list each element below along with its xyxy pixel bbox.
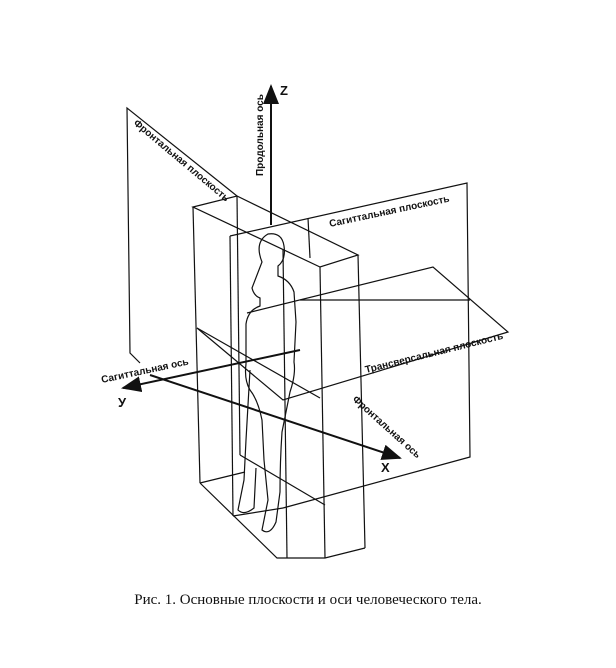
sagittal-plane	[229, 182, 471, 509]
sagittal-plane-label: Сагиттальная плоскость	[328, 194, 450, 230]
frontal-axis-label: Фронтальная ось	[350, 394, 423, 461]
transverse-plane	[196, 266, 510, 401]
x-axis-label: X	[381, 460, 390, 475]
y-axis-label: У	[118, 395, 127, 410]
frontal-plane-label: Фронтальная плоскость	[131, 118, 231, 204]
transverse-plane-label: Трансверсальная плоскость	[364, 331, 504, 376]
figure-caption: Рис. 1. Основные плоскости и оси человеч…	[134, 592, 482, 608]
sagittal-axis-label: Сагиттальная ось	[100, 357, 189, 386]
human-figure-icon	[237, 233, 297, 533]
z-axis-label: Z	[280, 83, 288, 98]
longitudinal-axis-label: Продольная ось	[255, 94, 266, 176]
y-axis-arrow	[121, 349, 301, 393]
frontal-plane	[126, 106, 238, 364]
body-box	[191, 195, 366, 559]
x-axis-arrow	[149, 374, 402, 460]
